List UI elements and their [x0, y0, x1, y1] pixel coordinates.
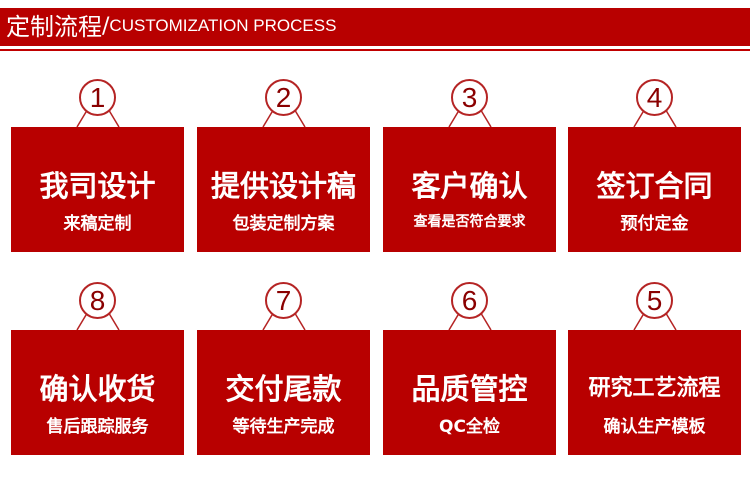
step-number-badge: 4 [636, 79, 673, 116]
step-number-badge: 1 [79, 79, 116, 116]
step-subtitle: QC全检 [439, 417, 500, 437]
step-7: 7 交付尾款 等待生产完成 [197, 282, 370, 482]
header-divider [0, 49, 750, 51]
step-card: 提供设计稿 包装定制方案 [197, 127, 370, 252]
step-title: 我司设计 [39, 169, 156, 203]
step-title: 交付尾款 [225, 372, 342, 406]
step-8: 8 确认收货 售后跟踪服务 [11, 282, 184, 482]
step-subtitle: 查看是否符合要求 [413, 214, 526, 230]
step-subtitle: 包装定制方案 [232, 214, 335, 234]
step-title: 提供设计稿 [210, 169, 356, 203]
step-subtitle: 等待生产完成 [232, 417, 335, 437]
step-5: 5 研究工艺流程 确认生产模板 [568, 282, 741, 482]
step-title: 签订合同 [596, 169, 713, 203]
step-title: 研究工艺流程 [588, 376, 721, 401]
step-number-badge: 2 [265, 79, 302, 116]
step-number-badge: 5 [636, 282, 673, 319]
step-card: 我司设计 来稿定制 [11, 127, 184, 252]
step-card: 客户确认 查看是否符合要求 [383, 127, 556, 252]
step-title: 品质管控 [411, 372, 528, 406]
step-card: 品质管控 QC全检 [383, 330, 556, 455]
header-title-en: CUSTOMIZATION PROCESS [109, 16, 337, 35]
step-3: 3 客户确认 查看是否符合要求 [383, 79, 556, 279]
step-6: 6 品质管控 QC全检 [383, 282, 556, 482]
step-number-badge: 3 [451, 79, 488, 116]
step-card: 交付尾款 等待生产完成 [197, 330, 370, 455]
step-4: 4 签订合同 预付定金 [568, 79, 741, 279]
step-number-badge: 6 [451, 282, 488, 319]
header-banner: 定制流程 / CUSTOMIZATION PROCESS [0, 8, 750, 46]
step-1: 1 我司设计 来稿定制 [11, 79, 184, 279]
header-title-cn: 定制流程 [6, 13, 102, 41]
step-subtitle: 来稿定制 [63, 214, 132, 234]
step-title: 确认收货 [39, 372, 156, 406]
step-card: 签订合同 预付定金 [568, 127, 741, 252]
step-subtitle: 预付定金 [620, 214, 689, 234]
step-number-badge: 8 [79, 282, 116, 319]
step-subtitle: 确认生产模板 [603, 417, 706, 437]
step-card: 确认收货 售后跟踪服务 [11, 330, 184, 455]
step-2: 2 提供设计稿 包装定制方案 [197, 79, 370, 279]
step-title: 客户确认 [411, 169, 528, 203]
step-card: 研究工艺流程 确认生产模板 [568, 330, 741, 455]
step-subtitle: 售后跟踪服务 [46, 417, 149, 437]
step-number-badge: 7 [265, 282, 302, 319]
header-separator: / [102, 14, 110, 39]
